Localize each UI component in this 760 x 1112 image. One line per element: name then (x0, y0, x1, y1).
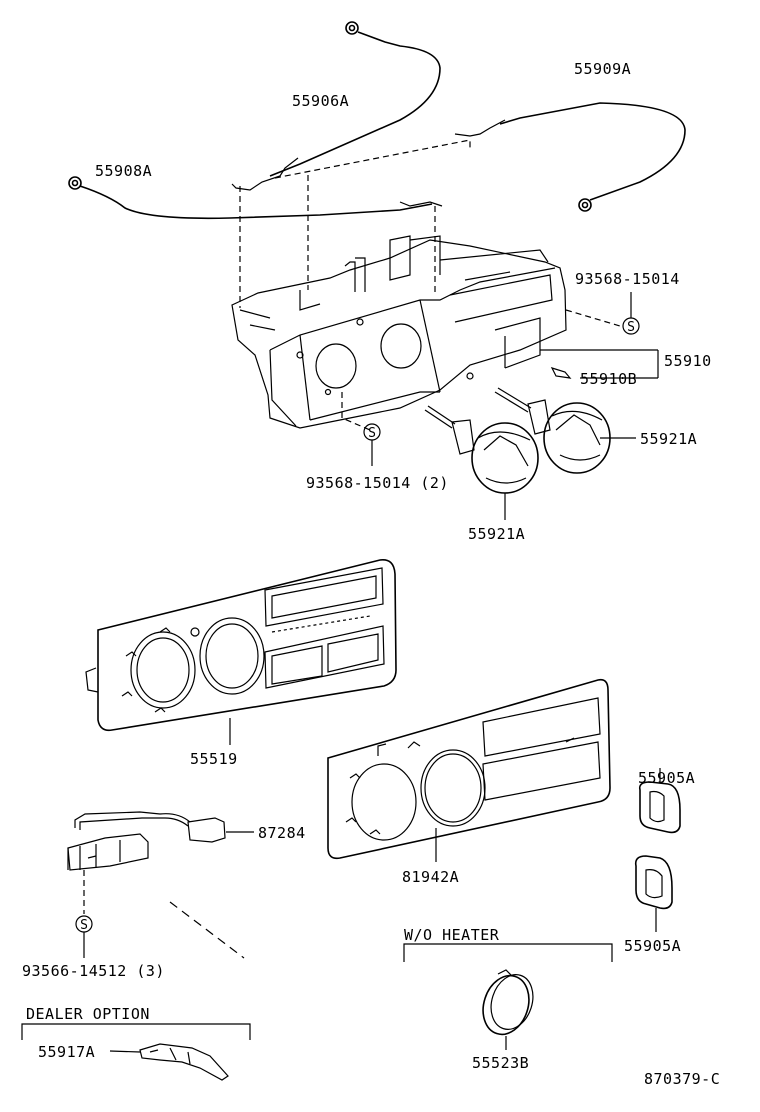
label-dealer-option: DEALER OPTION (26, 1005, 150, 1023)
label-55917A: 55917A (38, 1043, 95, 1061)
cable-55908A (68, 176, 443, 220)
switch-87284 (67, 811, 226, 871)
label-55905A-bottom: 55905A (624, 937, 681, 955)
label-87284: 87284 (258, 824, 306, 842)
screw-symbol: S (627, 320, 635, 335)
panel-55519 (85, 558, 397, 732)
label-55523B: 55523B (472, 1054, 529, 1072)
leader-93568-top (565, 309, 621, 327)
label-93566: 93566-14512 (3) (22, 962, 165, 980)
label-55910B: 55910B (580, 370, 637, 388)
label-55921A-bottom: 55921A (468, 525, 525, 543)
cap-55905A-top (638, 781, 681, 834)
label-55905A-top: 55905A (638, 769, 695, 787)
panel-81942A (327, 678, 611, 860)
cable-55906A (231, 21, 441, 191)
group-wo-heater: W/O HEATER (403, 926, 613, 962)
label-55906A: 55906A (292, 92, 349, 110)
label-81942A: 81942A (402, 868, 459, 886)
knob-55921A-left (424, 405, 539, 494)
leader-93568-bottom (341, 392, 371, 431)
knob-55921A-right (494, 387, 611, 474)
part-55910B-shape (550, 367, 572, 379)
screw-93568-bottom: S (363, 423, 381, 466)
section-separator (169, 901, 245, 959)
heater-control-body (231, 235, 572, 429)
label-wo-heater: W/O HEATER (404, 926, 500, 944)
label-55908A: 55908A (95, 162, 152, 180)
group-dealer-option: DEALER OPTION (21, 1005, 251, 1040)
label-55921A-right: 55921A (640, 430, 697, 448)
cable-leader-dashes (239, 139, 471, 308)
label-93568-bottom: 93568-15014 (2) (306, 474, 449, 492)
label-55909A: 55909A (574, 60, 631, 78)
cable-55909A (454, 102, 686, 212)
screw-93568-top: S (622, 292, 640, 335)
leader-55917A (109, 1050, 141, 1053)
label-55910: 55910 (664, 352, 712, 370)
drawing-number: 870379-C (644, 1070, 720, 1088)
leader-55910 (540, 349, 659, 379)
screw-93566: S (75, 915, 93, 958)
screw-symbol: S (368, 426, 376, 441)
screw-symbol: S (80, 918, 88, 933)
label-93568-top: 93568-15014 (575, 270, 680, 288)
part-labels: 55906A 55909A 55908A 93568-15014 55910 5… (22, 60, 720, 1088)
label-55519: 55519 (190, 750, 238, 768)
bracket-55917A (139, 1043, 229, 1081)
cap-55905A-bottom (634, 855, 673, 910)
cap-55523B (482, 969, 534, 1036)
